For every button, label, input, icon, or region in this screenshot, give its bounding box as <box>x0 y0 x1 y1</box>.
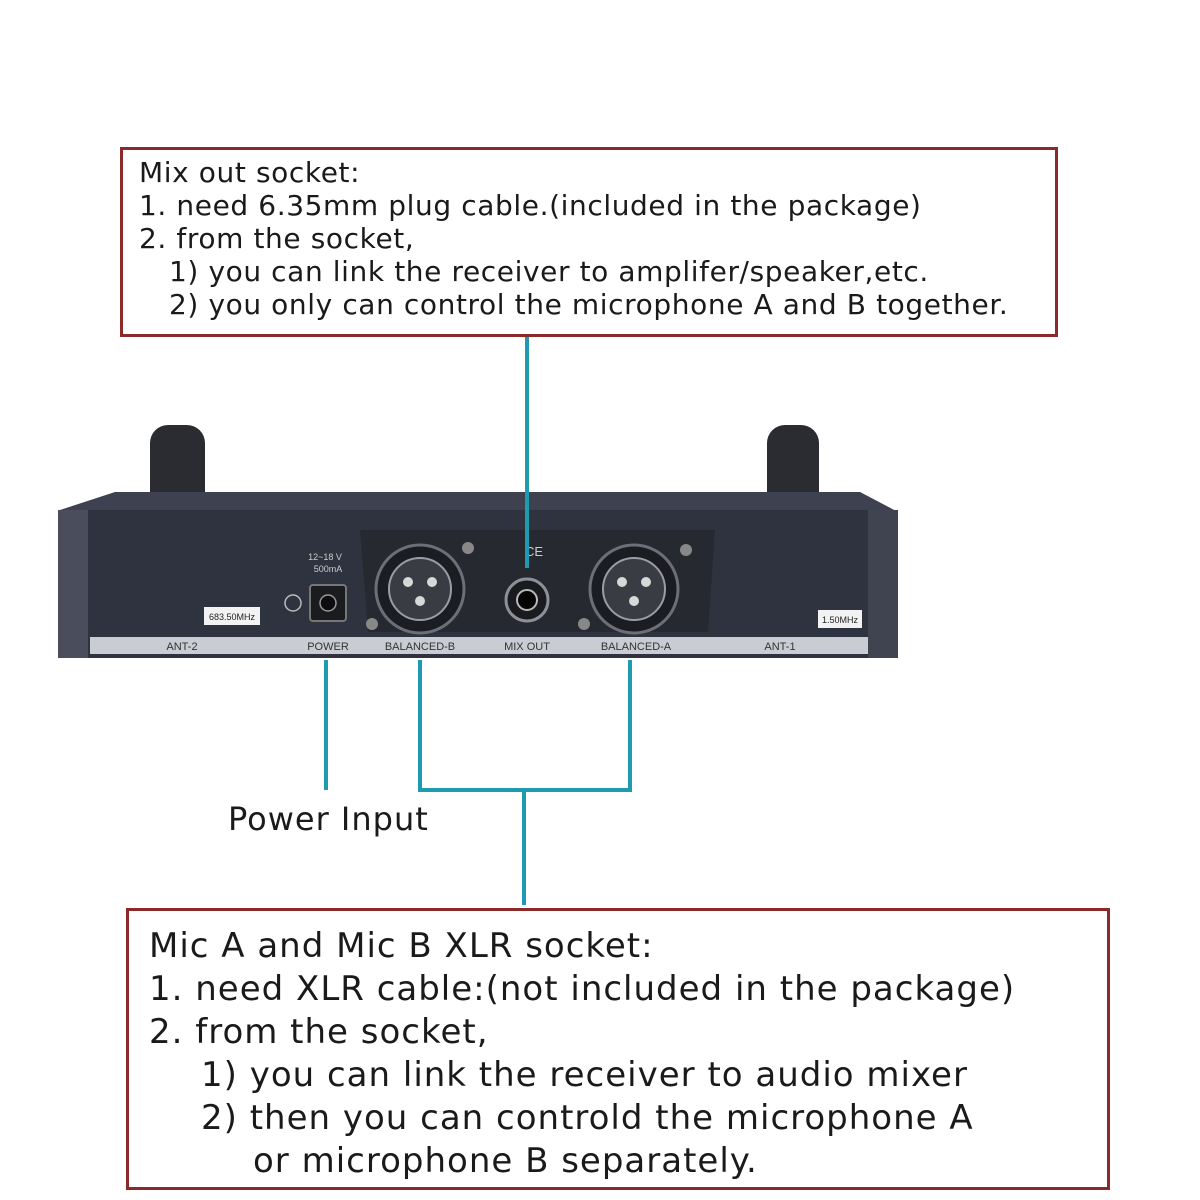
ant1-label: ANT-1 <box>764 641 795 653</box>
xlr-info-box: Mic A and Mic B XLR socket: 1. need XLR … <box>126 908 1110 1190</box>
frequency-sticker-left <box>204 607 260 625</box>
dc-rating-1: 12~18 V <box>308 552 342 562</box>
xlr-pointer <box>418 660 632 792</box>
dc-rating-2: 500mA <box>314 564 343 574</box>
dc-power-jack-hole <box>319 594 337 612</box>
xlr-a-pin <box>629 596 639 606</box>
xlr-line-4: 2) then you can controld the microphone … <box>201 1098 974 1138</box>
xlr-a-pin <box>617 577 627 587</box>
mix-out-line-1: 1. need 6.35mm plug cable.(included in t… <box>139 189 922 222</box>
balanced-a-label: BALANCED-A <box>601 641 672 653</box>
balanced-b-label: BALANCED-B <box>385 641 455 653</box>
xlr-a-screw-top <box>680 544 692 556</box>
frequency-sticker-right-text: 1.50MHz <box>822 615 859 625</box>
connector-lines <box>324 337 632 905</box>
xlr-a-pin <box>641 577 651 587</box>
ant2-label: ANT-2 <box>166 641 197 653</box>
xlr-b-socket <box>388 557 452 621</box>
xlr-line-2: 2. from the socket, <box>149 1012 489 1052</box>
mix-out-label: MIX OUT <box>504 641 550 653</box>
polarity-symbol <box>284 594 302 612</box>
xlr-b-screw-top <box>462 542 474 554</box>
frequency-sticker-left-text: 683.50MHz <box>209 612 256 622</box>
xlr-line-1: 1. need XLR cable:(not included in the p… <box>149 969 1016 1009</box>
mix-out-line-2: 2. from the socket, <box>139 222 415 255</box>
xlr-b-pin <box>427 577 437 587</box>
receiver-side-right <box>868 510 898 658</box>
mix-out-line-3: 1) you can link the receiver to amplifer… <box>169 255 929 288</box>
xlr-a-screw-bottom <box>578 618 590 630</box>
power-input-label: Power Input <box>228 800 429 838</box>
xlr-a-socket <box>602 557 666 621</box>
mix-out-line-4: 2) you only can control the microphone A… <box>169 288 1009 321</box>
label-strip <box>90 637 868 654</box>
xlr-line-3: 1) you can link the receiver to audio mi… <box>201 1055 968 1095</box>
ce-mark: CE <box>525 544 543 559</box>
frequency-sticker-right <box>818 610 862 628</box>
mix-out-jack-hole <box>516 589 538 611</box>
receiver-top-edge <box>60 492 898 512</box>
xlr-b-screw-bottom <box>366 618 378 630</box>
receiver-side <box>58 510 88 658</box>
xlr-title: Mic A and Mic B XLR socket: <box>149 926 654 966</box>
xlr-line-5: or microphone B separately. <box>253 1141 758 1181</box>
mix-out-title: Mix out socket: <box>139 156 361 189</box>
xlr-b-pin <box>403 577 413 587</box>
xlr-b-pin <box>415 596 425 606</box>
power-port-label: POWER <box>307 641 349 653</box>
mix-out-info-box: Mix out socket: 1. need 6.35mm plug cabl… <box>120 147 1058 337</box>
